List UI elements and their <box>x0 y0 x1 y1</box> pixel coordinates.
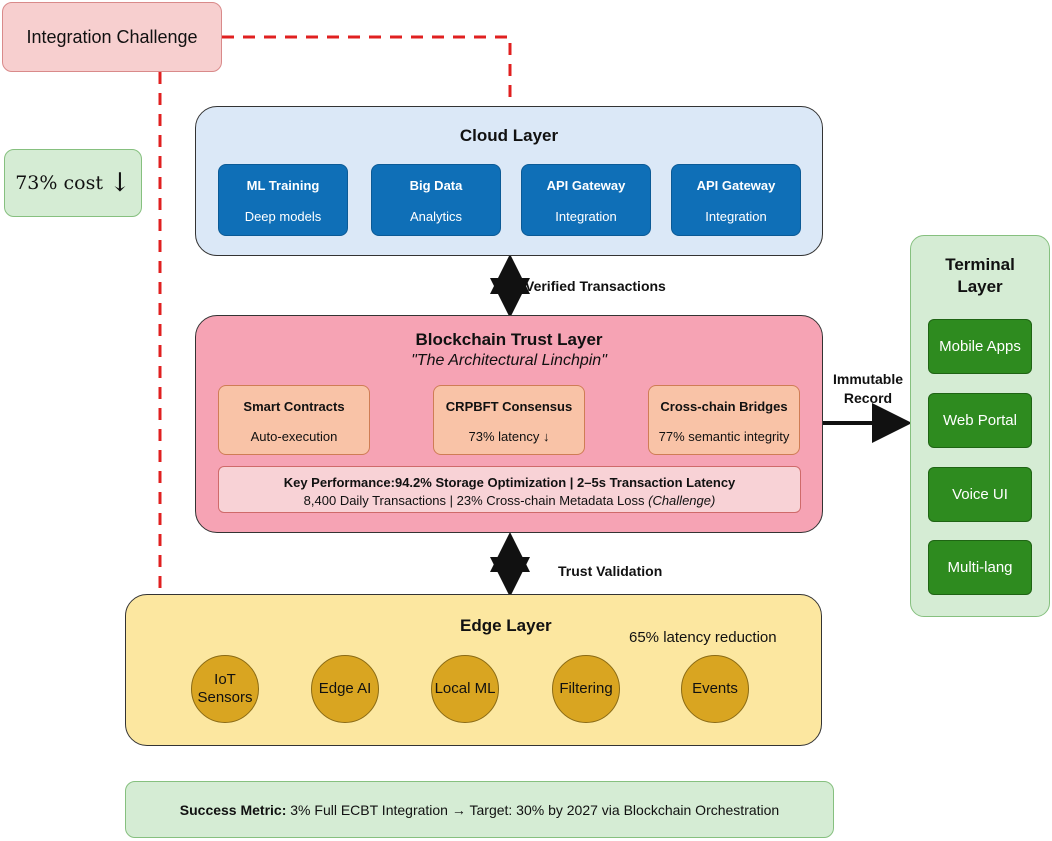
cloud-card-api-gateway-2: API Gateway Integration <box>671 164 801 236</box>
blockchain-layer-title: Blockchain Trust Layer <box>415 330 603 349</box>
cloud-card-title: ML Training <box>246 178 320 193</box>
chain-card-title: CRPBFT Consensus <box>445 399 573 414</box>
terminal-layer-title: Terminal Layer <box>910 254 1050 298</box>
integration-challenge-label: Integration Challenge <box>26 26 198 47</box>
chain-card-crpbft-consensus: CRPBFT Consensus 73% latency ↓ <box>433 385 585 455</box>
edge-node-label: Events <box>692 680 738 697</box>
terminal-item-mobile-apps: Mobile Apps <box>928 319 1032 374</box>
chain-card-subtitle: 73% latency ↓ <box>468 429 550 444</box>
success-metric-box: Success Metric: 3% Full ECBT Integration… <box>125 781 834 838</box>
integration-challenge-box: Integration Challenge <box>2 2 222 72</box>
cloud-card-ml-training: ML Training Deep models <box>218 164 348 236</box>
edge-node-label: Filtering <box>559 680 613 697</box>
chain-card-subtitle: Auto-execution <box>250 429 338 444</box>
chain-card-smart-contracts: Smart Contracts Auto-execution <box>218 385 370 455</box>
edge-node-events: Events <box>681 655 749 723</box>
cloud-card-title: API Gateway <box>696 178 776 193</box>
edge-node-label-line2: Sensors <box>197 689 253 706</box>
cloud-card-subtitle: Analytics <box>409 209 463 224</box>
key-performance-line1: Key Performance:94.2% Storage Optimizati… <box>283 475 736 490</box>
terminal-item-voice-ui: Voice UI <box>928 467 1032 522</box>
challenge-dashed-line <box>222 35 512 106</box>
key-performance-line2: 8,400 Daily Transactions | 23% Cross-cha… <box>219 493 800 508</box>
immutable-record-label: Immutable Record <box>822 370 914 408</box>
success-metric-text: 3% Full ECBT Integration → Target: 30% b… <box>286 801 780 818</box>
terminal-layer-title-line2: Layer <box>957 277 1003 296</box>
chain-card-title: Smart Contracts <box>243 399 345 414</box>
edge-node-edge-ai: Edge AI <box>311 655 379 723</box>
terminal-item-web-portal: Web Portal <box>928 393 1032 448</box>
blockchain-layer-subtitle: "The Architectural Linchpin" <box>411 352 607 369</box>
cloud-card-big-data: Big Data Analytics <box>371 164 501 236</box>
key-performance-line2-note: (Challenge) <box>648 493 716 508</box>
edge-layer-title: Edge Layer <box>460 616 552 635</box>
chain-card-cross-chain-bridges: Cross-chain Bridges 77% semantic integri… <box>648 385 800 455</box>
edge-node-filtering: Filtering <box>552 655 620 723</box>
trust-validation-label: Trust Validation <box>558 563 663 579</box>
cloud-card-subtitle: Deep models <box>244 209 322 224</box>
terminal-layer-title-line1: Terminal <box>945 255 1015 274</box>
edge-latency-stat: 65% latency reduction <box>629 629 777 646</box>
chain-card-subtitle: 77% semantic integrity <box>658 429 790 444</box>
cloud-card-title: API Gateway <box>546 178 626 193</box>
immutable-record-line2: Record <box>843 390 893 406</box>
edge-node-local-ml: Local ML <box>431 655 499 723</box>
key-performance-line2-main: 8,400 Daily Transactions | 23% Cross-cha… <box>303 493 649 508</box>
success-metric-label: Success Metric: <box>179 801 287 818</box>
edge-node-label: Edge AI <box>318 680 372 697</box>
immutable-record-line1: Immutable <box>832 371 903 387</box>
cloud-layer-title: Cloud Layer <box>459 126 559 145</box>
chain-card-title: Cross-chain Bridges <box>660 399 788 414</box>
down-arrow-icon: ↓ <box>108 168 131 198</box>
cloud-card-api-gateway-1: API Gateway Integration <box>521 164 651 236</box>
verified-transactions-label: Verified Transactions <box>525 278 666 294</box>
cloud-card-title: Big Data <box>409 178 463 193</box>
cloud-card-subtitle: Integration <box>705 209 767 224</box>
key-performance-box: Key Performance:94.2% Storage Optimizati… <box>218 466 801 513</box>
edge-node-label-line1: IoT <box>214 671 236 688</box>
edge-node-label: Local ML <box>434 680 496 697</box>
terminal-item-multi-lang: Multi-lang <box>928 540 1032 595</box>
cloud-card-subtitle: Integration <box>555 209 617 224</box>
cost-reduction-box: 73% cost ↓ <box>4 149 142 217</box>
cost-reduction-label: 73% cost <box>15 172 103 194</box>
